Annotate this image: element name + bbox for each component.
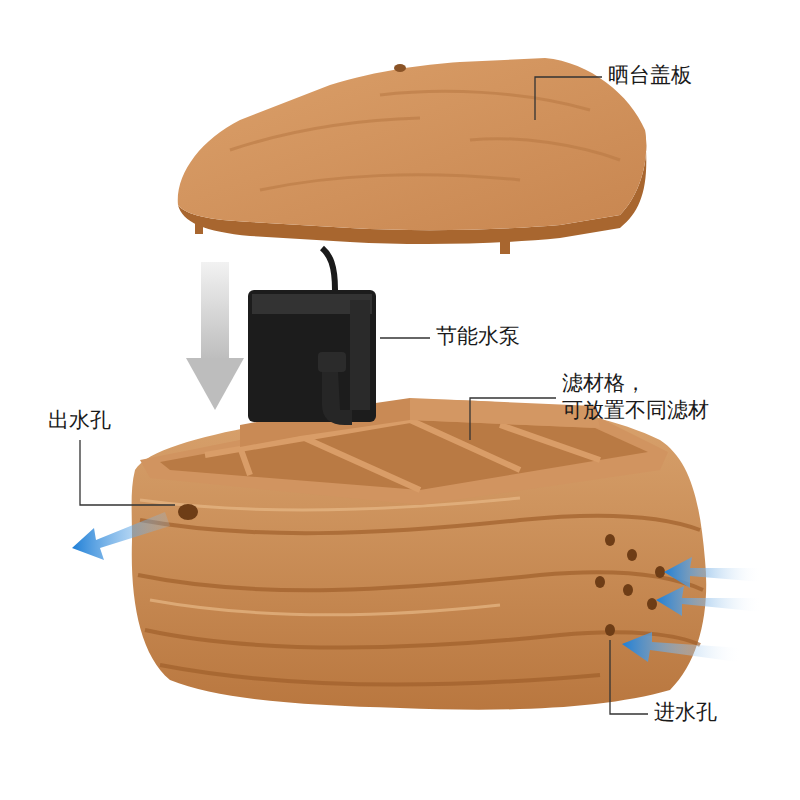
- part-label: 进水孔: [654, 699, 717, 726]
- assembly-arrow: [186, 262, 244, 410]
- filter-base: [132, 398, 707, 710]
- part-label: 滤材格， 可放置不同滤材: [562, 370, 738, 425]
- water-pump: [248, 248, 376, 425]
- lid-plate: [178, 58, 647, 254]
- part-label: 出水孔: [48, 407, 111, 434]
- flow-arrows: [72, 512, 762, 662]
- part-label: 晒台盖板: [608, 62, 692, 89]
- part-label: 节能水泵: [436, 323, 520, 350]
- leader-lines: [80, 77, 648, 714]
